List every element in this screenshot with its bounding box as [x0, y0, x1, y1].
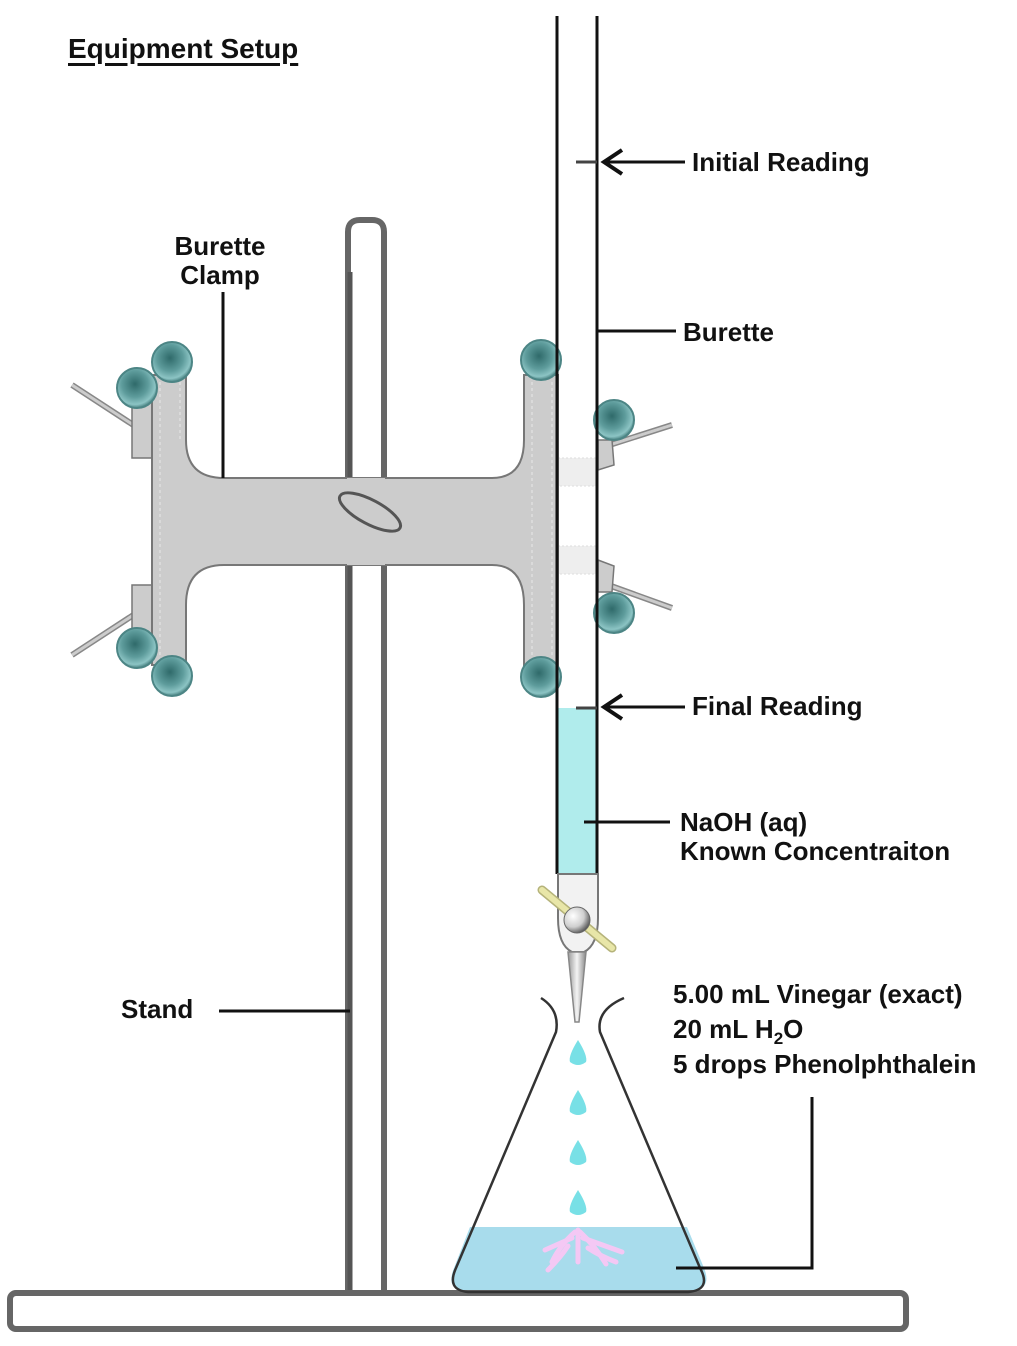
label-naoh: NaOH (aq) Known Concentraiton: [680, 806, 950, 868]
label-naoh-line1: NaOH (aq): [680, 807, 808, 837]
label-flask-contents: 5.00 mL Vinegar (exact) 20 mL H2O 5 drop…: [673, 978, 976, 1081]
label-stand: Stand: [121, 994, 194, 1024]
erlenmeyer-flask: [451, 996, 707, 1294]
label-naoh-line2: Known Concentraiton: [680, 836, 951, 866]
clamp-left-arms: [70, 382, 155, 658]
label-flask-vinegar: 5.00 mL Vinegar (exact): [673, 979, 963, 1009]
label-flask-indicator: 5 drops Phenolphthalein: [673, 1049, 977, 1079]
label-burette-clamp-line2: Clamp: [180, 260, 260, 290]
stand-base: [7, 1290, 909, 1332]
burette-tube: [555, 16, 599, 874]
naoh-drops: [569, 1040, 587, 1215]
label-flask-water-subscript: 2: [773, 1029, 784, 1048]
clamp-knobs: [116, 339, 635, 698]
clamp-hole: [337, 491, 403, 533]
label-burette: Burette: [683, 317, 775, 347]
label-initial-reading: Initial Reading: [692, 147, 870, 177]
label-flask-water-text: 20 mL H: [673, 1014, 774, 1044]
page-title: Equipment Setup: [68, 33, 299, 64]
label-burette-clamp-line1: Burette: [174, 231, 266, 261]
leader-lines: [219, 148, 814, 1270]
label-final-reading: Final Reading: [692, 691, 863, 721]
clamp-right-arms: [557, 422, 674, 611]
stopcock: [537, 873, 617, 1023]
stand-rod: [345, 217, 387, 1290]
label-burette-clamp: Burette Clamp: [160, 230, 280, 292]
label-flask-water-suffix: O: [783, 1014, 804, 1044]
label-flask-water: 20 mL H2O: [673, 1013, 976, 1048]
